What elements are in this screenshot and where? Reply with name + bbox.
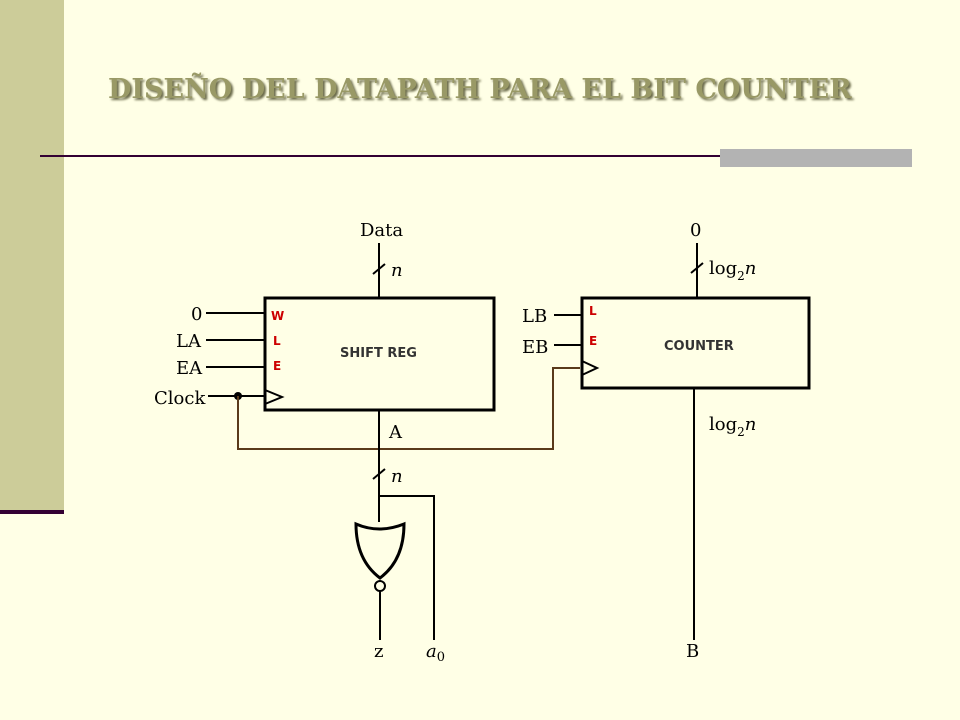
title-rule [40, 155, 912, 157]
counter-top-bus-log: log [709, 258, 737, 279]
counter-top-bus-width: log2n [709, 258, 756, 283]
shift-reg-clock-triangle [264, 389, 285, 405]
a0-letter: a [426, 641, 437, 662]
output-bus-width: n [391, 466, 403, 487]
shift-reg-pin-l: L [273, 334, 281, 348]
shift-reg-label: SHIFT REG [340, 346, 417, 361]
sidebar-bottom-rule [0, 510, 64, 514]
shift-reg-pin-w: W [271, 309, 284, 323]
title-rule-accent [720, 149, 912, 167]
counter-bottom-bus-width: log2n [709, 414, 756, 439]
counter-pin-l: L [589, 304, 597, 318]
counter-bottom-bus-var: n [745, 414, 757, 435]
counter-top-bus-sub: 2 [737, 269, 745, 283]
clock-distribution-wire [237, 367, 580, 450]
a0-output-label: a0 [426, 641, 445, 665]
input-eb-label: EB [522, 337, 548, 358]
slide-title: DISEÑO DEL DATAPATH PARA EL BIT COUNTER [108, 74, 852, 105]
nor-gate [354, 521, 406, 580]
a0-subscript: 0 [437, 650, 445, 665]
counter-label: COUNTER [664, 339, 734, 354]
counter-top-input-label: 0 [690, 220, 701, 241]
input-clock-label: Clock [154, 388, 206, 409]
input-ea-label: EA [176, 358, 203, 379]
counter-top-bus-var: n [745, 258, 757, 279]
nor-gate-bubble [374, 580, 386, 592]
data-bus-slash [372, 263, 386, 275]
counter-bottom-bus-log: log [709, 414, 737, 435]
output-a-label: A [388, 422, 403, 443]
counter-pin-e: E [589, 334, 597, 348]
z-output-label: z [374, 641, 383, 662]
input-la-label: LA [176, 331, 202, 352]
output-b-label: B [686, 641, 699, 662]
input-lb-label: LB [522, 306, 547, 327]
sidebar-bar [0, 0, 64, 510]
a0-wire [379, 495, 435, 640]
input-0-label: 0 [191, 304, 202, 325]
data-input-label: Data [360, 220, 403, 241]
counter-clock-triangle [581, 360, 600, 376]
shift-reg-pin-e: E [273, 359, 281, 373]
output-bus-slash [372, 468, 386, 480]
counter-block [580, 296, 811, 390]
data-bus-width: n [391, 260, 403, 281]
counter-top-bus-slash [690, 262, 704, 274]
counter-bottom-bus-sub: 2 [737, 425, 745, 439]
